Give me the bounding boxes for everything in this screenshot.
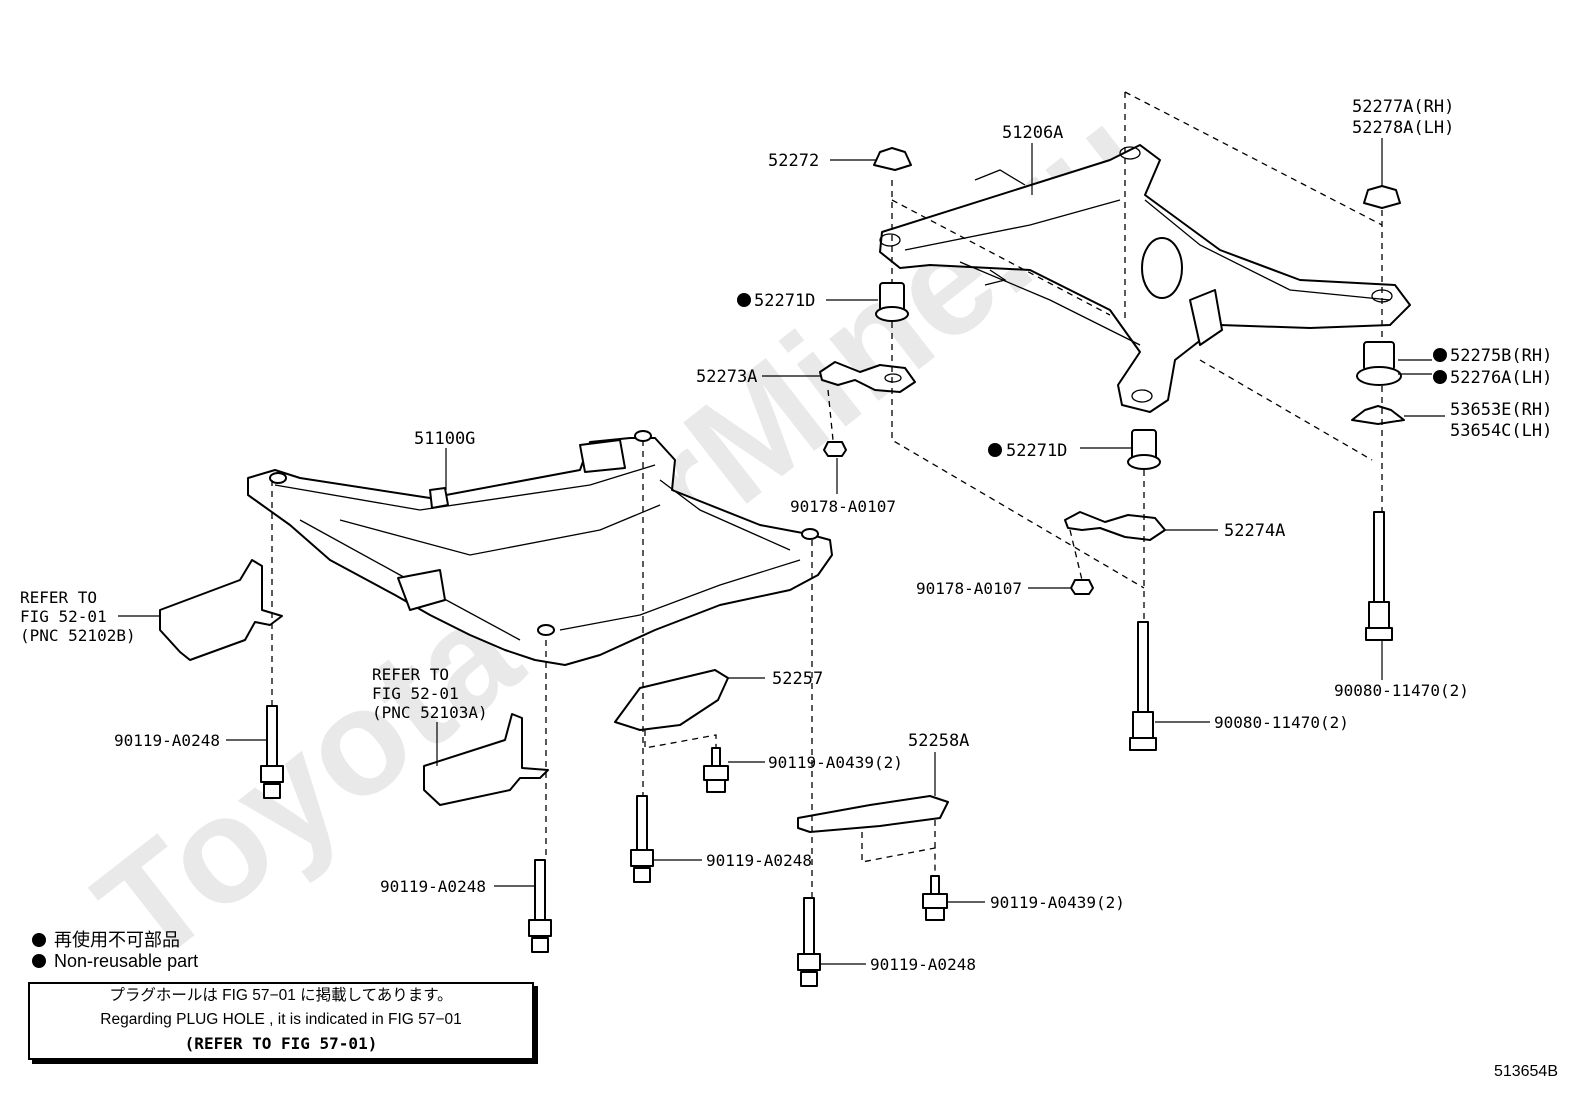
leader-lines xyxy=(118,138,1445,965)
bolt-90119-a0248-3 xyxy=(630,795,654,883)
label-52277a: 52277A(RH) xyxy=(1352,97,1454,117)
label-refer2-l2: FIG 52-01 xyxy=(372,684,459,703)
nut-90178-upper xyxy=(823,441,847,457)
label-90080-mid: 90080-11470(2) xyxy=(1214,713,1349,732)
label-90119-a0248-center: 90119-A0248 xyxy=(706,851,812,870)
legend-jp-text: 再使用不可部品 xyxy=(54,930,180,950)
label-53653e: 53653E(RH) xyxy=(1450,400,1552,420)
label-52275b: 52275B(RH) xyxy=(1450,346,1552,366)
stopper-52272 xyxy=(873,147,912,171)
figure-id: 513654B xyxy=(1493,1063,1558,1080)
stopper-52274a xyxy=(1064,511,1166,541)
label-90119-a0248-left: 90119-A0248 xyxy=(114,731,220,750)
label-refer1-l3: (PNC 52102B) xyxy=(20,626,136,645)
note-jp: プラグホールは FIG 57−01 に掲載してあります。 xyxy=(109,987,453,1004)
label-52271d-top: 52271D xyxy=(754,291,815,311)
label-52257: 52257 xyxy=(772,669,823,689)
legend-jp: 再使用不可部品 xyxy=(32,926,180,952)
cushion-52275b xyxy=(1356,341,1402,386)
label-90080-right: 90080-11470(2) xyxy=(1334,681,1469,700)
note-ref: (REFER TO FIG 57-01) xyxy=(184,1034,378,1053)
label-90119-a0439-b: 90119-A0439(2) xyxy=(990,893,1125,912)
label-52278a: 52278A(LH) xyxy=(1352,118,1454,138)
label-51100g: 51100G xyxy=(414,429,475,449)
label-53654c: 53654C(LH) xyxy=(1450,421,1552,441)
label-52271d-mid: 52271D xyxy=(1006,441,1067,461)
cushion-52271d-upper xyxy=(875,282,909,322)
bracket-52103a xyxy=(423,713,549,806)
cushion-52271d-lower xyxy=(1127,429,1161,470)
label-90119-a0248-lower: 90119-A0248 xyxy=(380,877,486,896)
bolt-90080-right xyxy=(1365,511,1393,641)
part-labels: 51206A 52272 52277A(RH) 52278A(LH) 52271… xyxy=(20,97,1552,974)
nonreusable-dot xyxy=(1433,370,1447,384)
bracket-52258a xyxy=(797,795,949,833)
nonreusable-dot xyxy=(988,443,1002,457)
nut-90178-lower xyxy=(1070,579,1094,595)
bolt-90080-mid xyxy=(1129,621,1157,751)
plug-hole-note: プラグホールは FIG 57−01 に掲載してあります。 Regarding P… xyxy=(28,982,534,1060)
rear-crossmember xyxy=(879,144,1411,413)
label-52274a: 52274A xyxy=(1224,521,1285,541)
label-52273a: 52273A xyxy=(696,367,757,387)
legend-en: Non-reusable part xyxy=(32,951,198,972)
legend-en-text: Non-reusable part xyxy=(54,951,199,971)
label-refer2-l3: (PNC 52103A) xyxy=(372,703,488,722)
label-refer2-l1: REFER TO xyxy=(372,665,449,684)
bracket-52102b xyxy=(159,559,283,661)
note-en: Regarding PLUG HOLE , it is indicated in… xyxy=(100,1011,462,1028)
bolt-90119-a0248-2 xyxy=(528,859,552,953)
nonreusable-dot xyxy=(737,293,751,307)
label-52276a: 52276A(LH) xyxy=(1450,368,1552,388)
label-refer1-l1: REFER TO xyxy=(20,588,97,607)
label-refer1-l2: FIG 52-01 xyxy=(20,607,107,626)
bolt-90119-a0439-2 xyxy=(922,875,948,921)
bolt-90119-a0248-4 xyxy=(797,897,821,987)
assembly-lines xyxy=(271,91,1383,898)
label-52258a: 52258A xyxy=(908,731,969,751)
label-90119-a0439-a: 90119-A0439(2) xyxy=(768,753,903,772)
nonreusable-dot xyxy=(1433,348,1447,362)
stopper-52277a xyxy=(1363,185,1401,209)
front-crossmember xyxy=(247,430,833,666)
stopper-52273a xyxy=(819,361,916,393)
bullet-icon xyxy=(32,954,46,968)
bracket-52257 xyxy=(614,669,729,731)
plate-53653e xyxy=(1351,405,1405,425)
label-90178-a: 90178-A0107 xyxy=(790,497,896,516)
label-52272: 52272 xyxy=(768,151,819,171)
label-90178-b: 90178-A0107 xyxy=(916,579,1022,598)
label-90119-a0248-bottom: 90119-A0248 xyxy=(870,955,976,974)
label-51206a: 51206A xyxy=(1002,123,1063,143)
bolt-90119-a0439-1 xyxy=(703,747,729,793)
bullet-icon xyxy=(32,933,46,947)
